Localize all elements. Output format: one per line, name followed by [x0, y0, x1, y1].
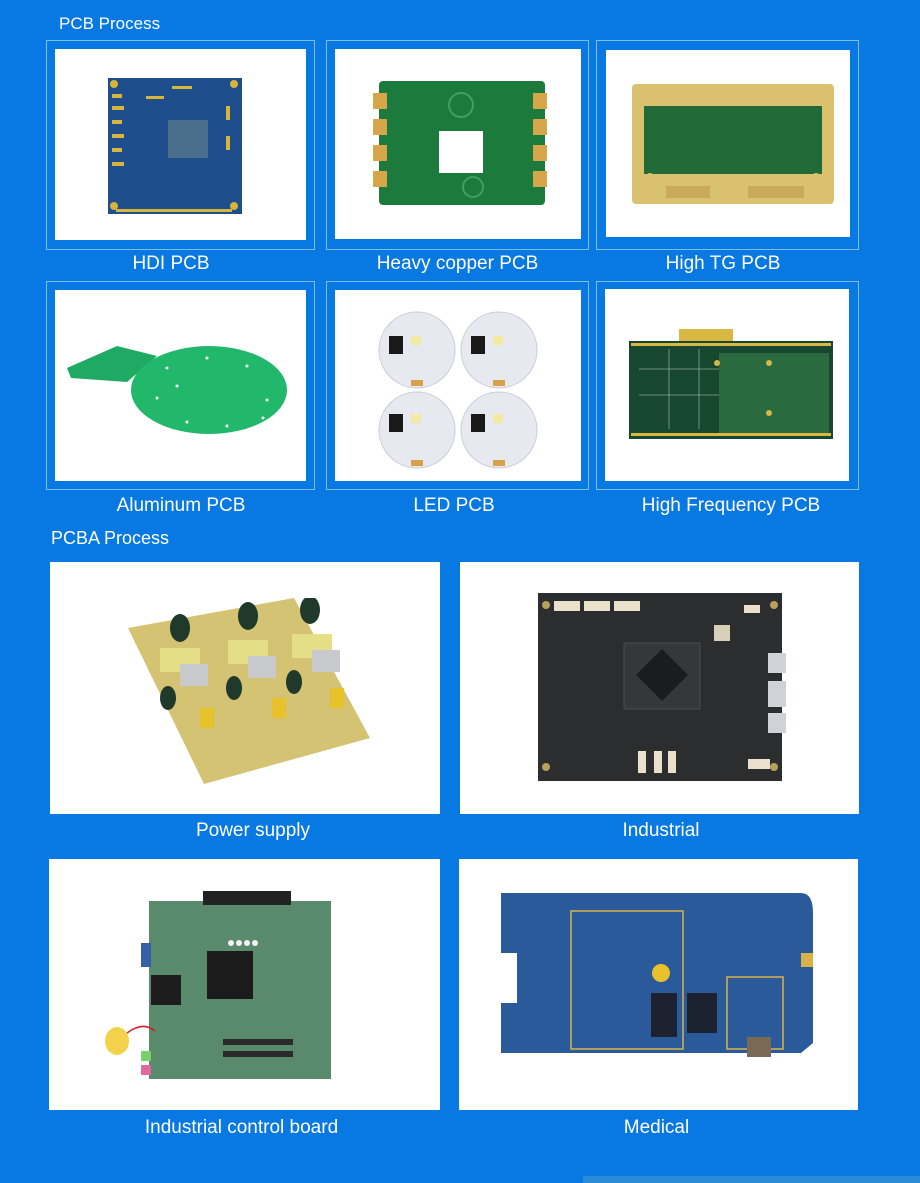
- led-pcb-image: [335, 290, 581, 481]
- high-frequency-pcb-icon: [629, 329, 833, 439]
- pcba-caption-industrial: Industrial: [622, 820, 700, 841]
- pcba-caption-medical: Medical: [623, 1117, 690, 1138]
- heavy-copper-pcb-image: [335, 49, 581, 239]
- footer-strip: [583, 1176, 920, 1183]
- pcb-card-hdi[interactable]: [46, 40, 315, 250]
- pcba-caption-industrial-control-board: Industrial control board: [144, 1117, 339, 1138]
- pcba-card-industrial-control-board[interactable]: [49, 859, 440, 1110]
- high-tg-pcb-icon: [632, 84, 834, 204]
- pcb-card-heavy-copper[interactable]: [326, 40, 589, 250]
- pcb-caption-high-frequency: High Frequency PCB: [641, 495, 821, 516]
- led-pcb-icon: [378, 311, 538, 469]
- pcb-caption-high-tg: High TG PCB: [665, 253, 781, 274]
- high-frequency-pcb-image: [605, 289, 849, 481]
- industrial-control-board-pcba-icon: [105, 891, 331, 1079]
- pcba-card-power-supply[interactable]: [50, 562, 440, 814]
- pcb-caption-hdi: HDI PCB: [132, 253, 210, 274]
- pcb-caption-led: LED PCB: [413, 495, 495, 516]
- pcba-process-title: PCBA Process: [51, 528, 170, 548]
- pcb-process-title: PCB Process: [59, 14, 161, 33]
- hdi-pcb-image: [55, 49, 306, 240]
- pcb-card-aluminum[interactable]: [46, 281, 315, 490]
- pcb-caption-aluminum: Aluminum PCB: [116, 495, 246, 516]
- aluminum-pcb-image: [55, 290, 306, 481]
- pcba-caption-power-supply: Power supply: [195, 820, 311, 841]
- pcba-card-medical[interactable]: [459, 859, 858, 1110]
- pcb-card-led[interactable]: [326, 281, 589, 490]
- industrial-pcba-icon: [538, 593, 786, 781]
- aluminum-pcb-icon: [67, 346, 287, 434]
- hdi-pcb-icon: [108, 78, 242, 214]
- pcba-card-industrial[interactable]: [460, 562, 859, 814]
- heavy-copper-pcb-icon: [373, 81, 547, 205]
- pcb-card-high-tg[interactable]: [596, 40, 859, 250]
- power-supply-pcba-icon: [128, 598, 370, 784]
- pcb-card-high-frequency[interactable]: [596, 281, 859, 490]
- medical-pcba-icon: [501, 893, 813, 1057]
- pcb-caption-heavy-copper: Heavy copper PCB: [376, 253, 539, 274]
- high-tg-pcb-image: [606, 50, 850, 237]
